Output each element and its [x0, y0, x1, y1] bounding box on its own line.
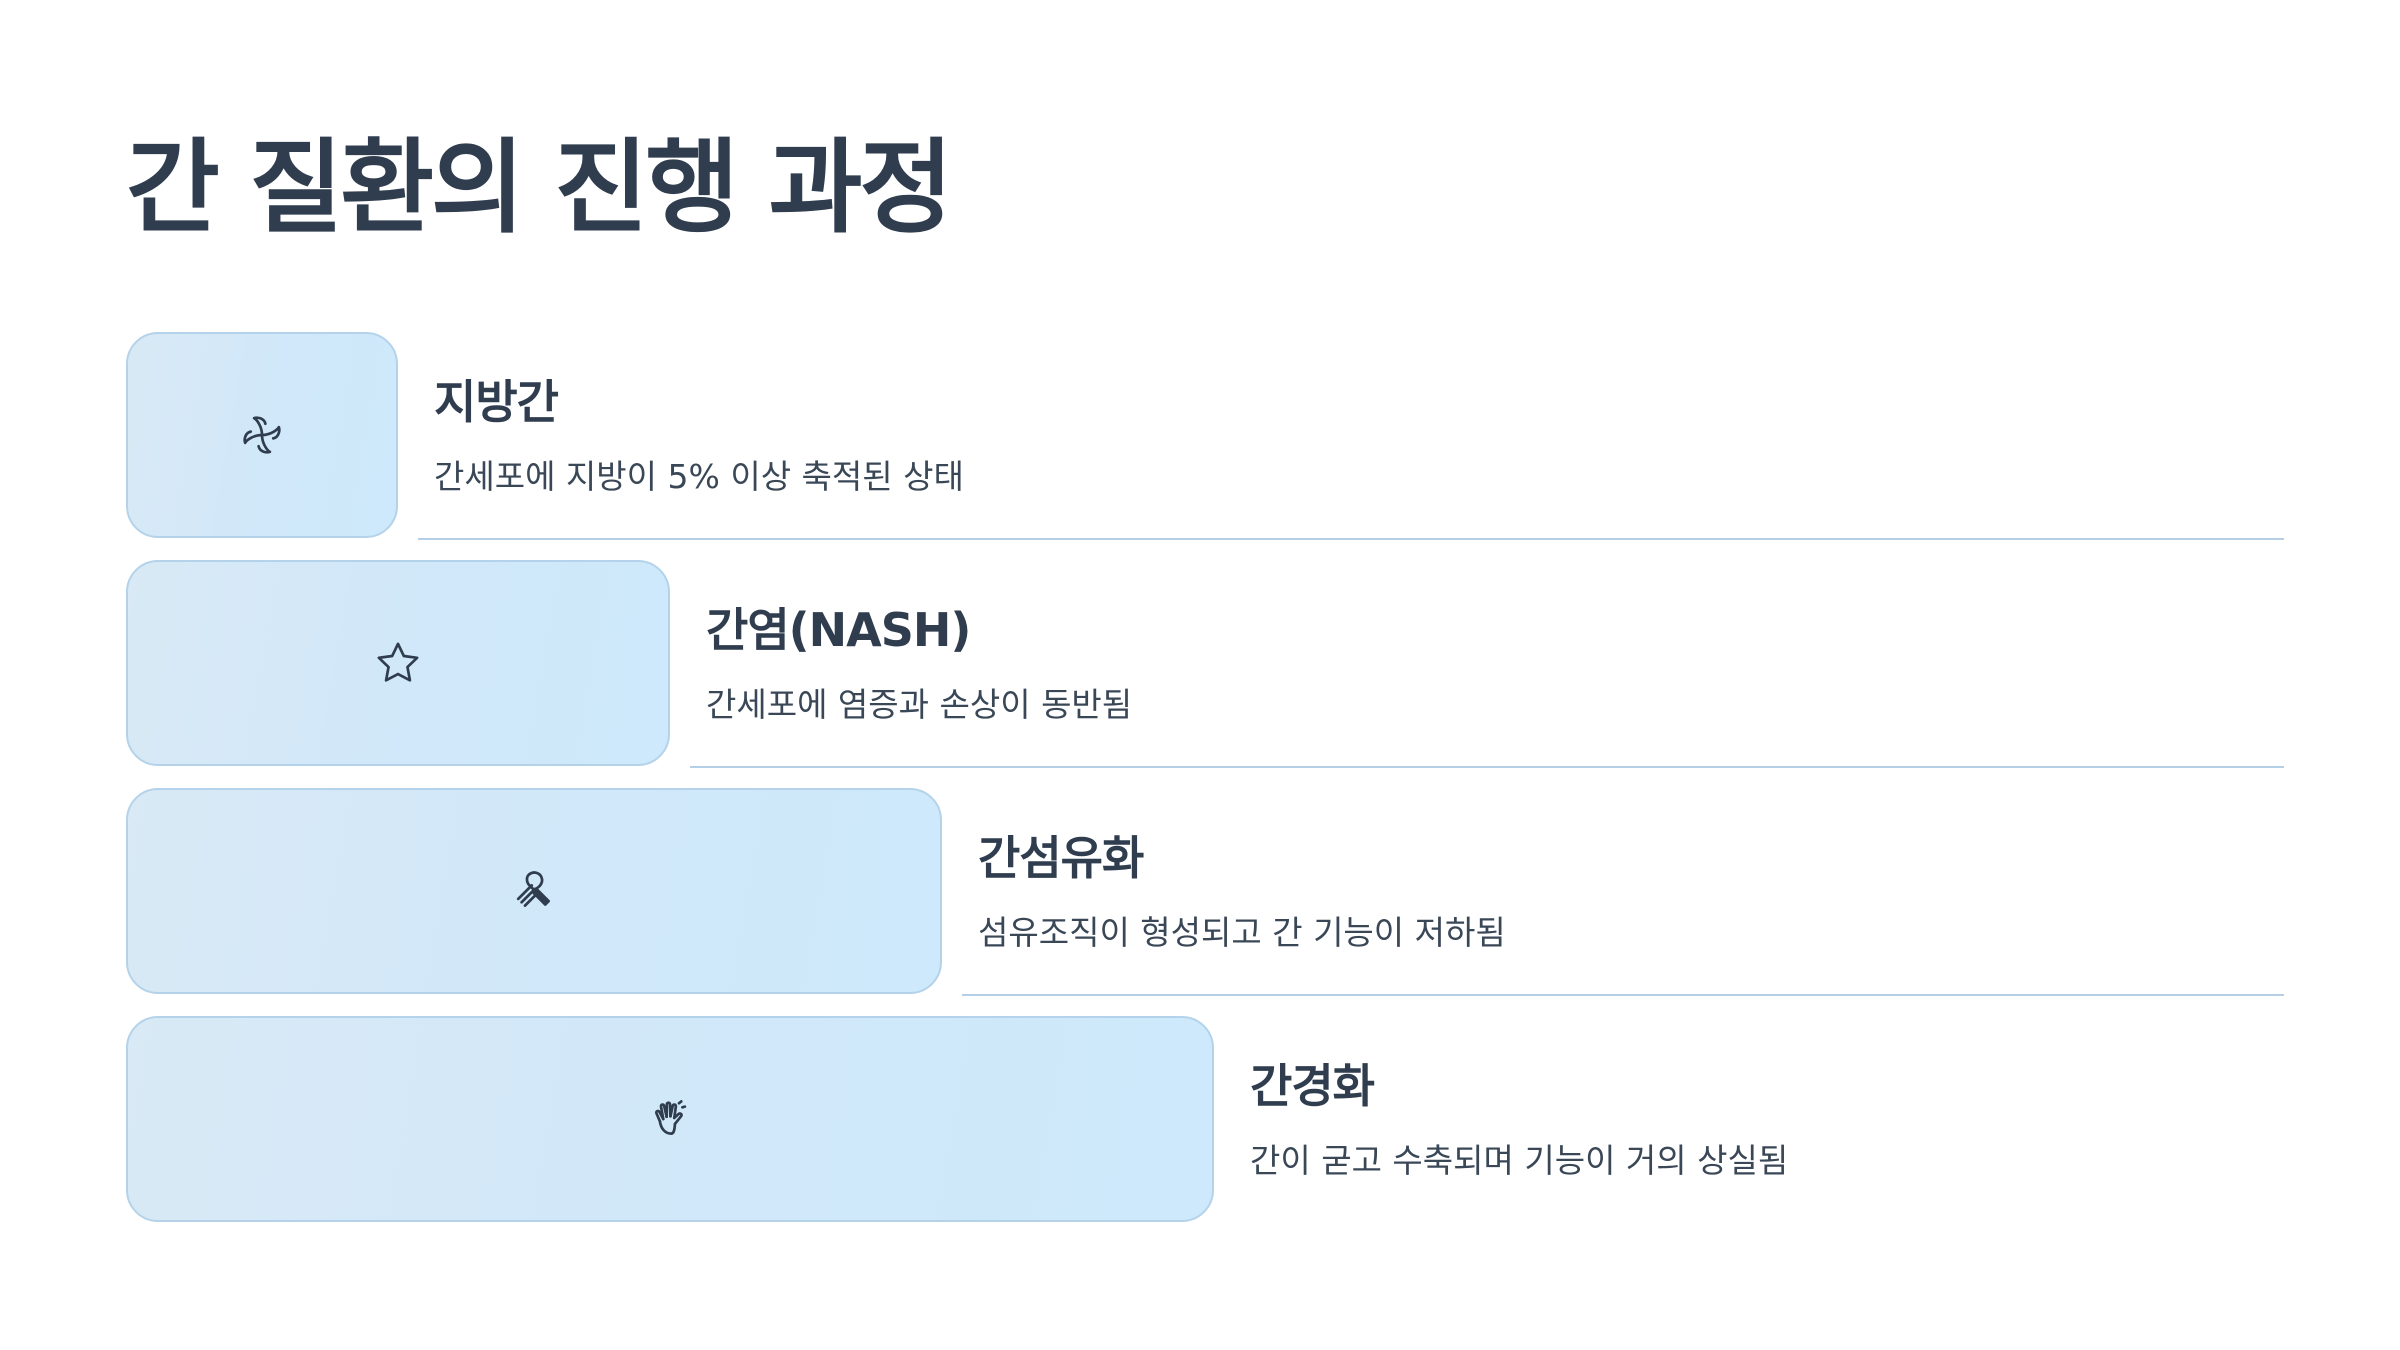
- stage-heading: 간섬유화: [978, 831, 1144, 885]
- stage-description: 섬유조직이 형성되고 간 기능이 저하됨: [978, 913, 1506, 952]
- stage-description: 간세포에 염증과 손상이 동반됨: [706, 685, 1133, 724]
- stage-divider: [962, 994, 2284, 996]
- stage-heading: 간경화: [1250, 1059, 1375, 1113]
- stage-box: [126, 560, 670, 766]
- stage-description: 간세포에 지방이 5% 이상 축적된 상태: [434, 457, 964, 496]
- stage-divider: [690, 766, 2284, 768]
- stage-heading: 간염(NASH): [706, 603, 971, 657]
- slide-title: 간 질환의 진행 과정: [126, 129, 953, 248]
- stage-description: 간이 굳고 수축되며 기능이 거의 상실됨: [1250, 1141, 1789, 1180]
- stage-box: [126, 788, 942, 994]
- stage-box: [126, 332, 398, 538]
- pinwheel-icon: [235, 408, 289, 462]
- star-icon: [371, 636, 425, 690]
- hand-icon: [643, 1092, 697, 1146]
- stage-heading: 지방간: [434, 375, 559, 429]
- stage-box: [126, 1016, 1214, 1222]
- stage-divider: [418, 538, 2284, 540]
- ribbon-icon: [507, 864, 561, 918]
